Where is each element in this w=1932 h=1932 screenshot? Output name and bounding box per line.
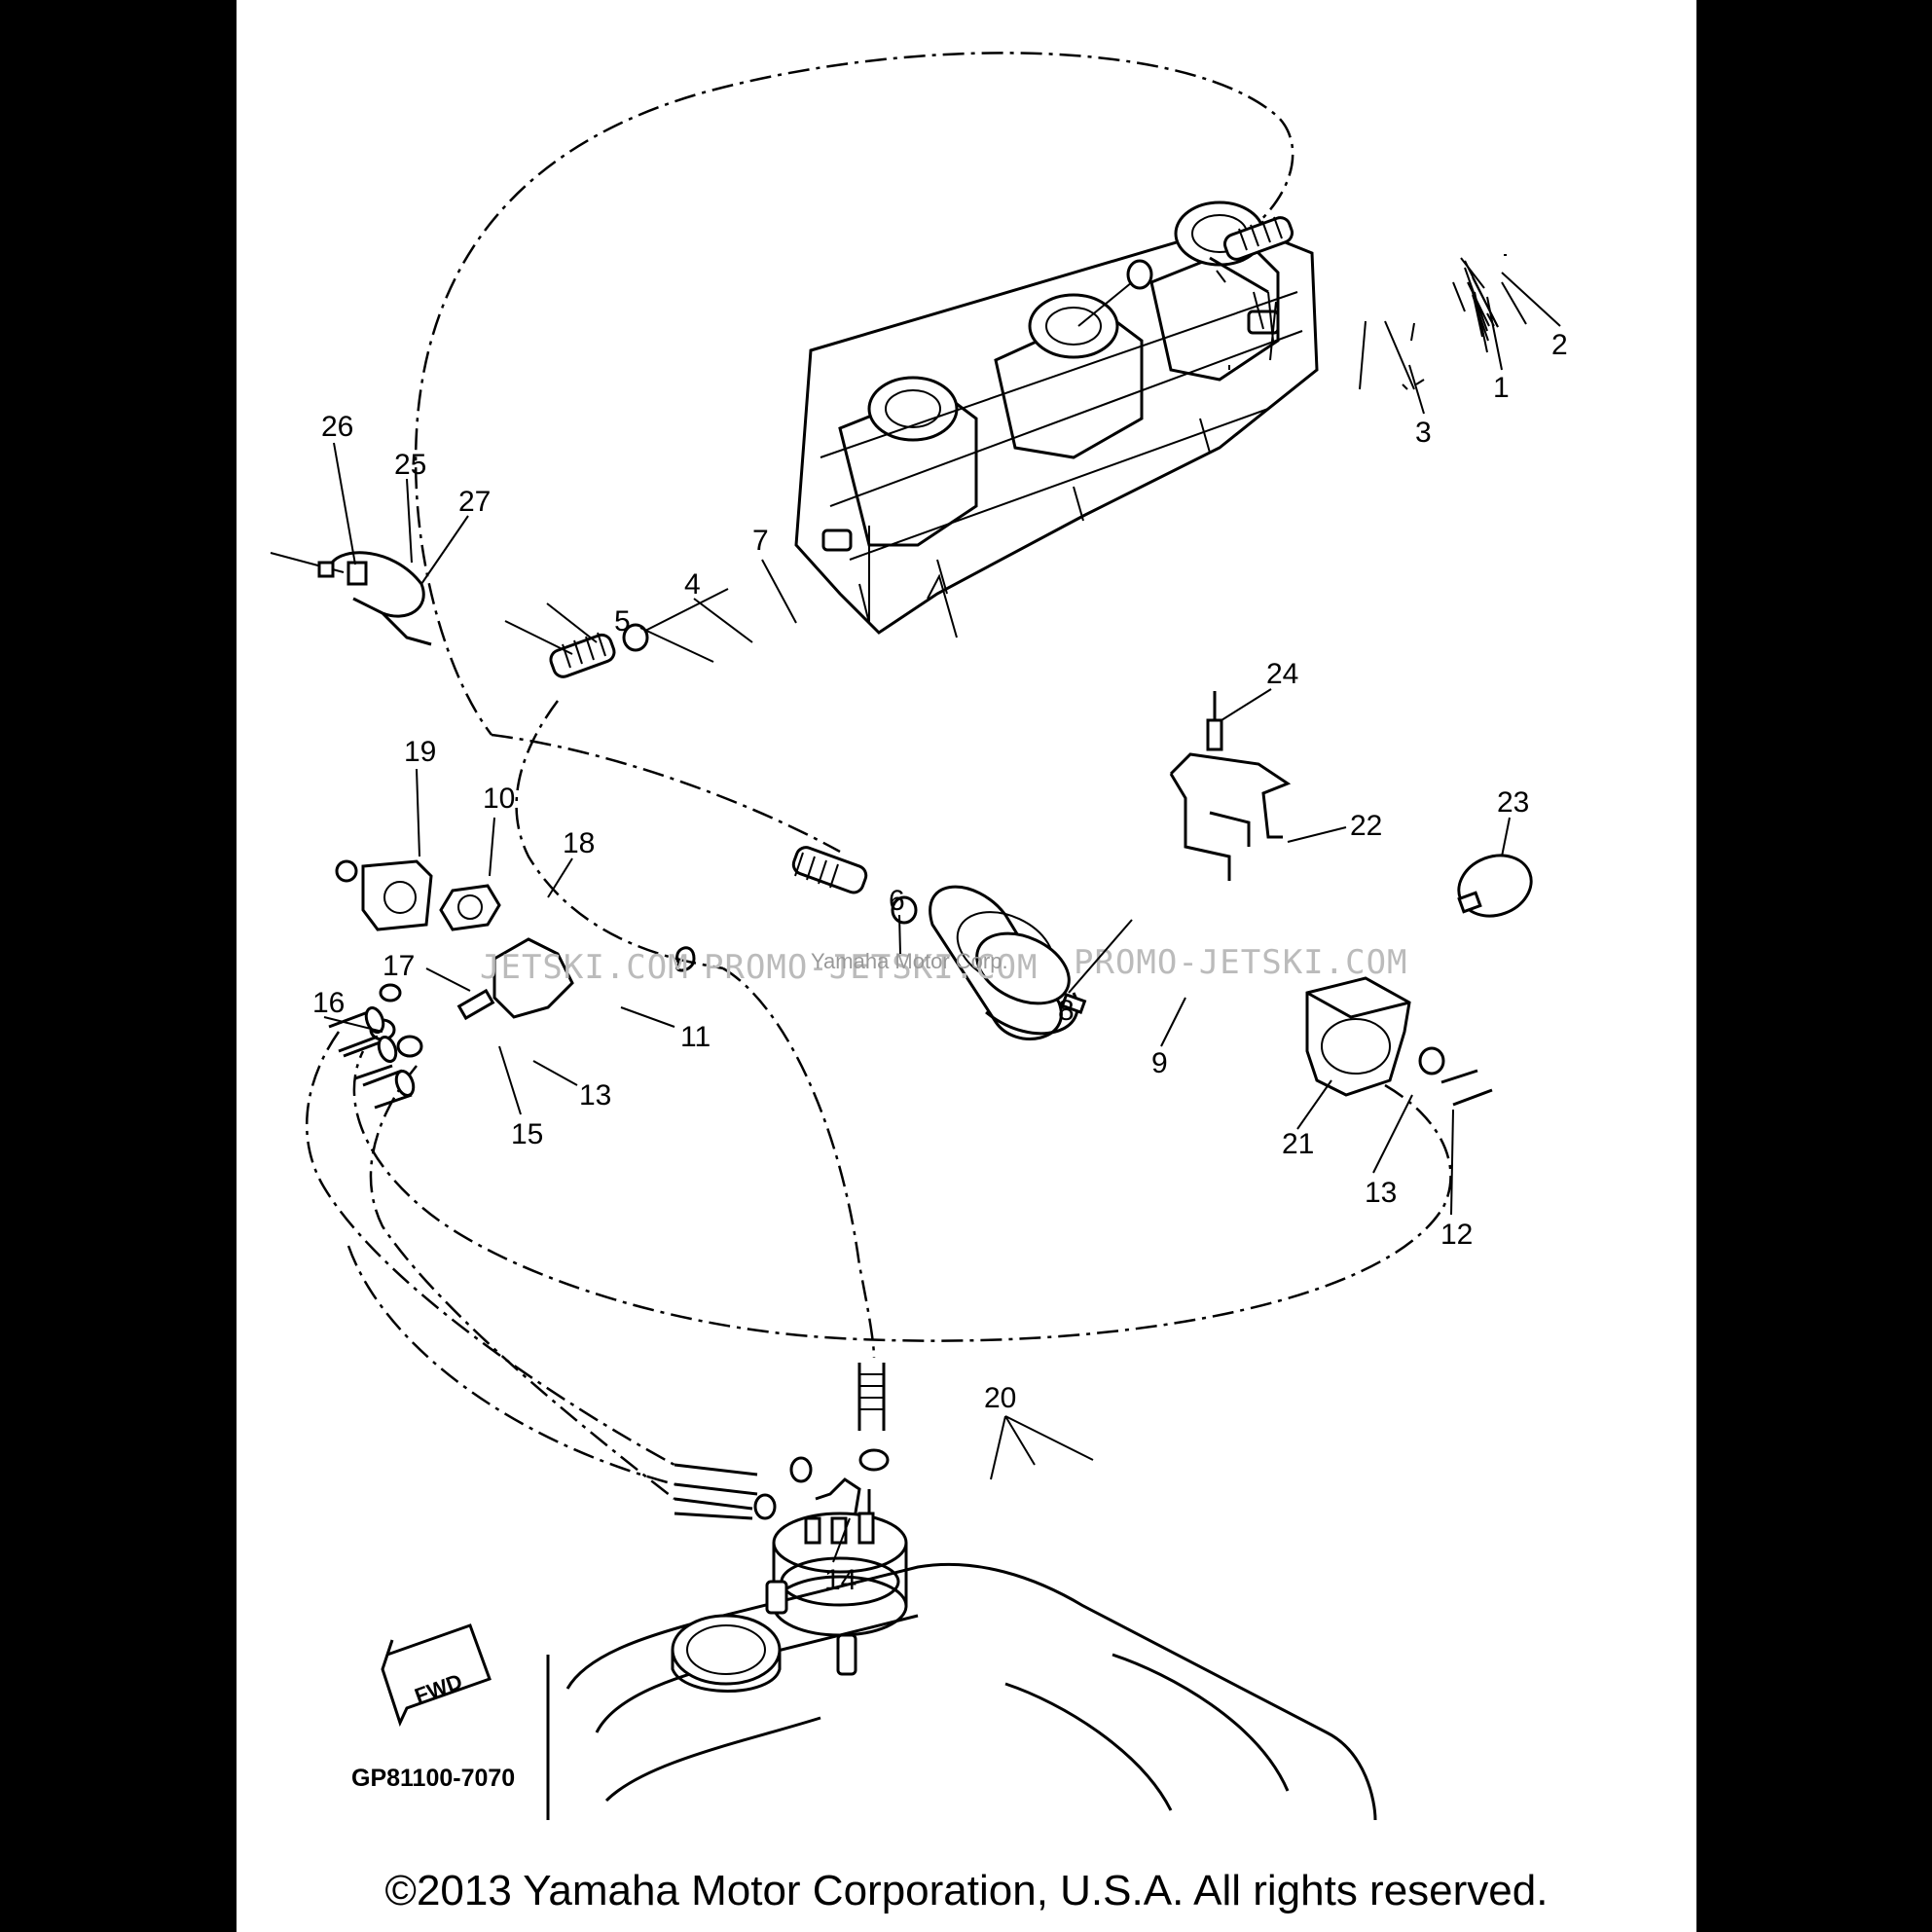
callout-6: 6 [889,885,905,917]
hose-line-16 [306,1031,675,1467]
watermark-small: Yamaha Motor Corp. [811,949,1008,973]
callout-5: 5 [614,605,631,638]
fuel-tank-fittings [674,1363,908,1637]
exploded-parts-diagram: FWD JETSKI.COM PROMO-JETSKI.COM [270,52,1568,1821]
fuel-filter-8-9 [791,846,1087,1040]
callout-10: 10 [483,783,515,815]
callout-17: 17 [383,950,415,982]
callout-15: 15 [511,1118,543,1150]
copyright-notice: ©2013 Yamaha Motor Corporation, U.S.A. A… [384,1867,1549,1914]
callout-22: 22 [1350,810,1382,842]
hose-loop-upper [414,52,1294,736]
callout-3: 3 [1415,417,1432,449]
callout-7: 7 [752,525,769,557]
clamp-band-25-26-27 [270,551,432,646]
fuel-fitting-1-2 [1077,216,1294,327]
callout-11: 11 [680,1021,711,1053]
callout-14: 14 [824,1564,857,1596]
callout-21: 21 [1282,1128,1314,1160]
hose-16 [328,1005,416,1110]
ring-clamp-23 [1457,854,1533,918]
callout-19: 19 [404,736,436,768]
filter-holder-21 [1305,976,1411,1097]
callout-12: 12 [1440,1219,1473,1251]
callout-1: 1 [1493,372,1510,404]
callout-18: 18 [563,827,595,859]
watermark-1: JETSKI.COM [480,948,689,987]
callout-26: 26 [321,411,353,443]
bracket-22-24 [1169,691,1292,881]
watermark-3: PROMO-JETSKI.COM [1074,943,1408,982]
hose-fitting-4-5-7 [549,588,729,678]
callout-8: 8 [1058,995,1075,1027]
parts-diagram-sheet: FWD JETSKI.COM PROMO-JETSKI.COM [237,0,1696,1932]
callout-2: 2 [1551,329,1568,361]
hose-line-8 [491,733,841,854]
hose-line-bottom [346,1245,675,1486]
callout-24: 24 [1266,658,1298,690]
callout-25: 25 [394,449,426,481]
part-code: GP81100-7070 [351,1765,515,1792]
callout-20: 20 [984,1382,1016,1414]
callout-27: 27 [458,486,491,518]
hose-12 [1440,1069,1493,1107]
callout-13a: 13 [579,1079,611,1112]
carburetor-assembly [794,200,1319,635]
callout-4: 4 [684,568,701,601]
callout-pointers [323,272,1561,1563]
hose-line-6 [722,966,876,1359]
hose-line-4 [515,700,724,970]
forward-direction-arrow: FWD [381,1623,492,1728]
hose-line-12 [352,1050,1452,1342]
hose-clip-6 [675,946,696,972]
watermark-2: PROMO-JETSKI.COM [704,948,1039,987]
callout-23: 23 [1497,786,1529,819]
hose-clamp-13-right [1418,1046,1445,1075]
callout-16: 16 [312,987,345,1019]
callout-leader-lines [504,257,1527,655]
callout-9: 9 [1151,1047,1168,1079]
hose-line-14 [369,1065,675,1500]
leader-lines-main [1452,281,1490,327]
callout-labels: 1 2 3 4 5 6 7 8 9 10 11 12 13 13 14 15 1… [312,329,1568,1596]
callout-13b: 13 [1365,1177,1397,1209]
fuel-tank [546,1562,1377,1821]
